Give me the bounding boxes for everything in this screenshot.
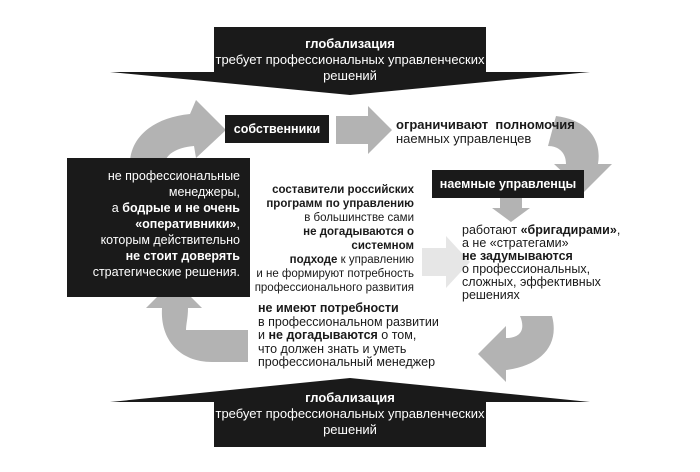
center-line3: в большинстве сами: [304, 212, 414, 224]
owners-box: собственники: [225, 115, 329, 143]
center-line5-bold: подходе: [289, 254, 338, 266]
arrow-owners-to-note: [336, 106, 392, 154]
right-note-line1-post: ,: [616, 223, 621, 237]
top-banner-line2: решений: [323, 68, 377, 83]
left-box-line3-bold: бодрые и не очень: [122, 201, 240, 215]
right-note-line1-bold: «бригадирами»: [520, 223, 617, 237]
left-box: не профессиональные менеджеры, а бодрые …: [67, 158, 250, 297]
owners-note-bold-a: ограничивают: [396, 117, 489, 132]
bottom-note-line1-bold: не имеют потребности: [258, 301, 399, 315]
bottom-banner-title: глобализация: [305, 390, 395, 405]
right-note-line1-pre: работают: [462, 223, 521, 237]
bottom-note: не имеют потребности в профессиональном …: [258, 301, 478, 370]
owners-note: ограничивают полномочия наемных управлен…: [396, 118, 606, 146]
bottom-note-line3-pre: и: [258, 328, 269, 342]
left-box-line6-bold: не стоит доверять: [125, 249, 240, 263]
center-line1-bold: составители российских: [272, 184, 414, 196]
top-banner-line1: требует профессиональных управленческих: [215, 52, 485, 67]
arrow-hired-down: [492, 196, 530, 222]
right-note-line2: а не «стратегами»: [462, 236, 569, 250]
top-banner-arrow: [110, 27, 590, 95]
right-note: работают «бригадирами», а не «стратегами…: [462, 224, 662, 302]
arc-arrow-top-left: [129, 100, 226, 168]
bottom-banner-line2: решений: [323, 422, 377, 437]
right-note-line4: о профессиональных,: [462, 262, 591, 276]
bottom-note-line2: в профессиональном развитии: [258, 314, 439, 329]
top-banner-title: глобализация: [305, 36, 395, 51]
owners-note-line2: наемных управленцев: [396, 131, 532, 146]
bottom-banner-line1: требует профессиональных управленческих: [215, 406, 485, 421]
arrow-center-light: [422, 236, 470, 288]
left-box-line4-post: ,: [236, 217, 240, 231]
right-note-line3-bold: не задумываются: [462, 249, 573, 263]
left-box-line2: менеджеры,: [168, 185, 240, 199]
bottom-banner: глобализация требует профессиональных уп…: [214, 390, 486, 438]
arc-arrow-bottom-left: [146, 280, 248, 362]
center-line5-post: к управлению: [337, 254, 414, 266]
top-banner: глобализация требует профессиональных уп…: [214, 36, 486, 84]
bottom-note-line3-bold: не догадываются: [268, 328, 378, 342]
bottom-note-line4: что должен знать и уметь: [258, 341, 407, 356]
hired-managers-box: наемные управленцы: [432, 170, 584, 198]
right-note-line5: сложных, эффективных: [462, 275, 601, 289]
bottom-note-line5: профессиональный менеджер: [258, 355, 436, 369]
left-box-line3-pre: а: [111, 201, 123, 215]
right-note-line6: решениях: [462, 288, 520, 302]
center-text: составители российских программ по управ…: [246, 183, 414, 295]
left-box-line4-bold: «оперативники»: [135, 217, 237, 231]
left-box-line1: не профессиональные: [107, 169, 240, 183]
arc-arrow-bottom-right: [478, 316, 554, 382]
bottom-note-line3-post: о том,: [377, 328, 417, 342]
center-line4-bold: не догадываются о системном: [303, 226, 414, 252]
left-box-line5: которым действительно: [100, 233, 240, 247]
bottom-banner-arrow: [110, 378, 590, 447]
center-line2-bold: программ по управлению: [266, 198, 414, 210]
center-line7: профессионального развития: [254, 282, 414, 294]
center-line6: и не формируют потребность: [256, 268, 414, 280]
left-box-line7: стратегические решения.: [92, 265, 240, 279]
owners-note-bold-b: полномочия: [495, 117, 575, 132]
